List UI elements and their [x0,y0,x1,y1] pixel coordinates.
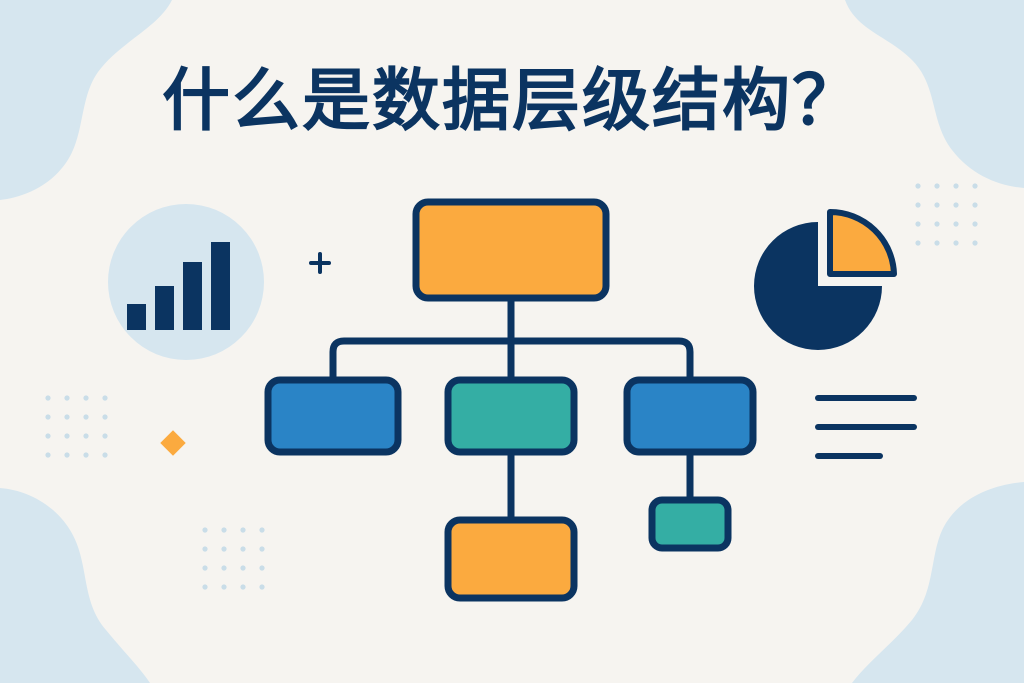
decorative-dot [972,202,978,208]
decorative-dot [102,414,108,420]
decorative-dot [221,565,227,571]
decorative-dot [202,546,208,552]
decorative-dot [45,452,51,458]
corner-blob-bottom-right [852,482,1024,683]
decorative-dot [934,202,940,208]
decorative-dot [45,414,51,420]
decorative-dot [934,183,940,189]
decorative-dot [953,240,959,246]
decorative-dot [102,433,108,439]
decorative-dot [240,527,246,533]
decorative-dot [259,546,265,552]
page-title: 什么是数据层级结构？ [161,62,862,141]
bar-chart-icon [108,204,264,360]
decorative-dot [240,584,246,590]
dot-pattern-bottom [202,527,265,590]
node-level3-center [444,516,578,602]
plus-icon [309,252,331,274]
decorative-dot [259,584,265,590]
decorative-dot [934,221,940,227]
decorative-dot [83,395,89,401]
decorative-dot [221,546,227,552]
decorative-dot [915,202,921,208]
node-level2-right [623,376,757,456]
decorative-dot [259,565,265,571]
corner-blob-top-left [0,0,172,200]
decorative-dot [953,221,959,227]
decorative-dot [221,584,227,590]
decorative-dot [102,395,108,401]
decorative-dot [972,183,978,189]
decorative-dot [972,221,978,227]
dot-pattern-left [45,395,108,458]
decorative-dot [221,527,227,533]
pie-chart-icon [754,209,897,350]
decorative-dot [202,527,208,533]
corner-blob-top-right [845,0,1024,188]
decorative-dot [972,240,978,246]
node-level2-center [444,376,578,456]
decorative-dot [45,395,51,401]
node-level2-left [264,376,402,456]
decorative-dot [934,240,940,246]
decorative-dot [45,433,51,439]
hierarchy-nodes [264,198,757,602]
node-level3-right [648,496,732,552]
text-lines-icon [815,395,917,459]
decorative-dot [259,527,265,533]
decorative-dot [240,565,246,571]
diamond-icon [160,430,186,456]
decorative-dot [953,183,959,189]
decorative-dot [102,452,108,458]
decorative-dot [202,565,208,571]
decorative-dot [240,546,246,552]
decorative-dot [64,414,70,420]
decorative-dot [83,452,89,458]
decorative-dot [64,433,70,439]
decorative-dot [915,183,921,189]
decorative-dot [83,414,89,420]
decorative-dot [64,395,70,401]
node-root [412,198,610,302]
hierarchy-connectors [329,294,694,524]
decorative-dot [64,452,70,458]
corner-blob-bottom-left [0,488,150,683]
decorative-dot [953,202,959,208]
decorative-dot [915,221,921,227]
decorative-dot [915,240,921,246]
decorative-dot [83,433,89,439]
decorative-dot [202,584,208,590]
dot-pattern-right [915,183,978,246]
